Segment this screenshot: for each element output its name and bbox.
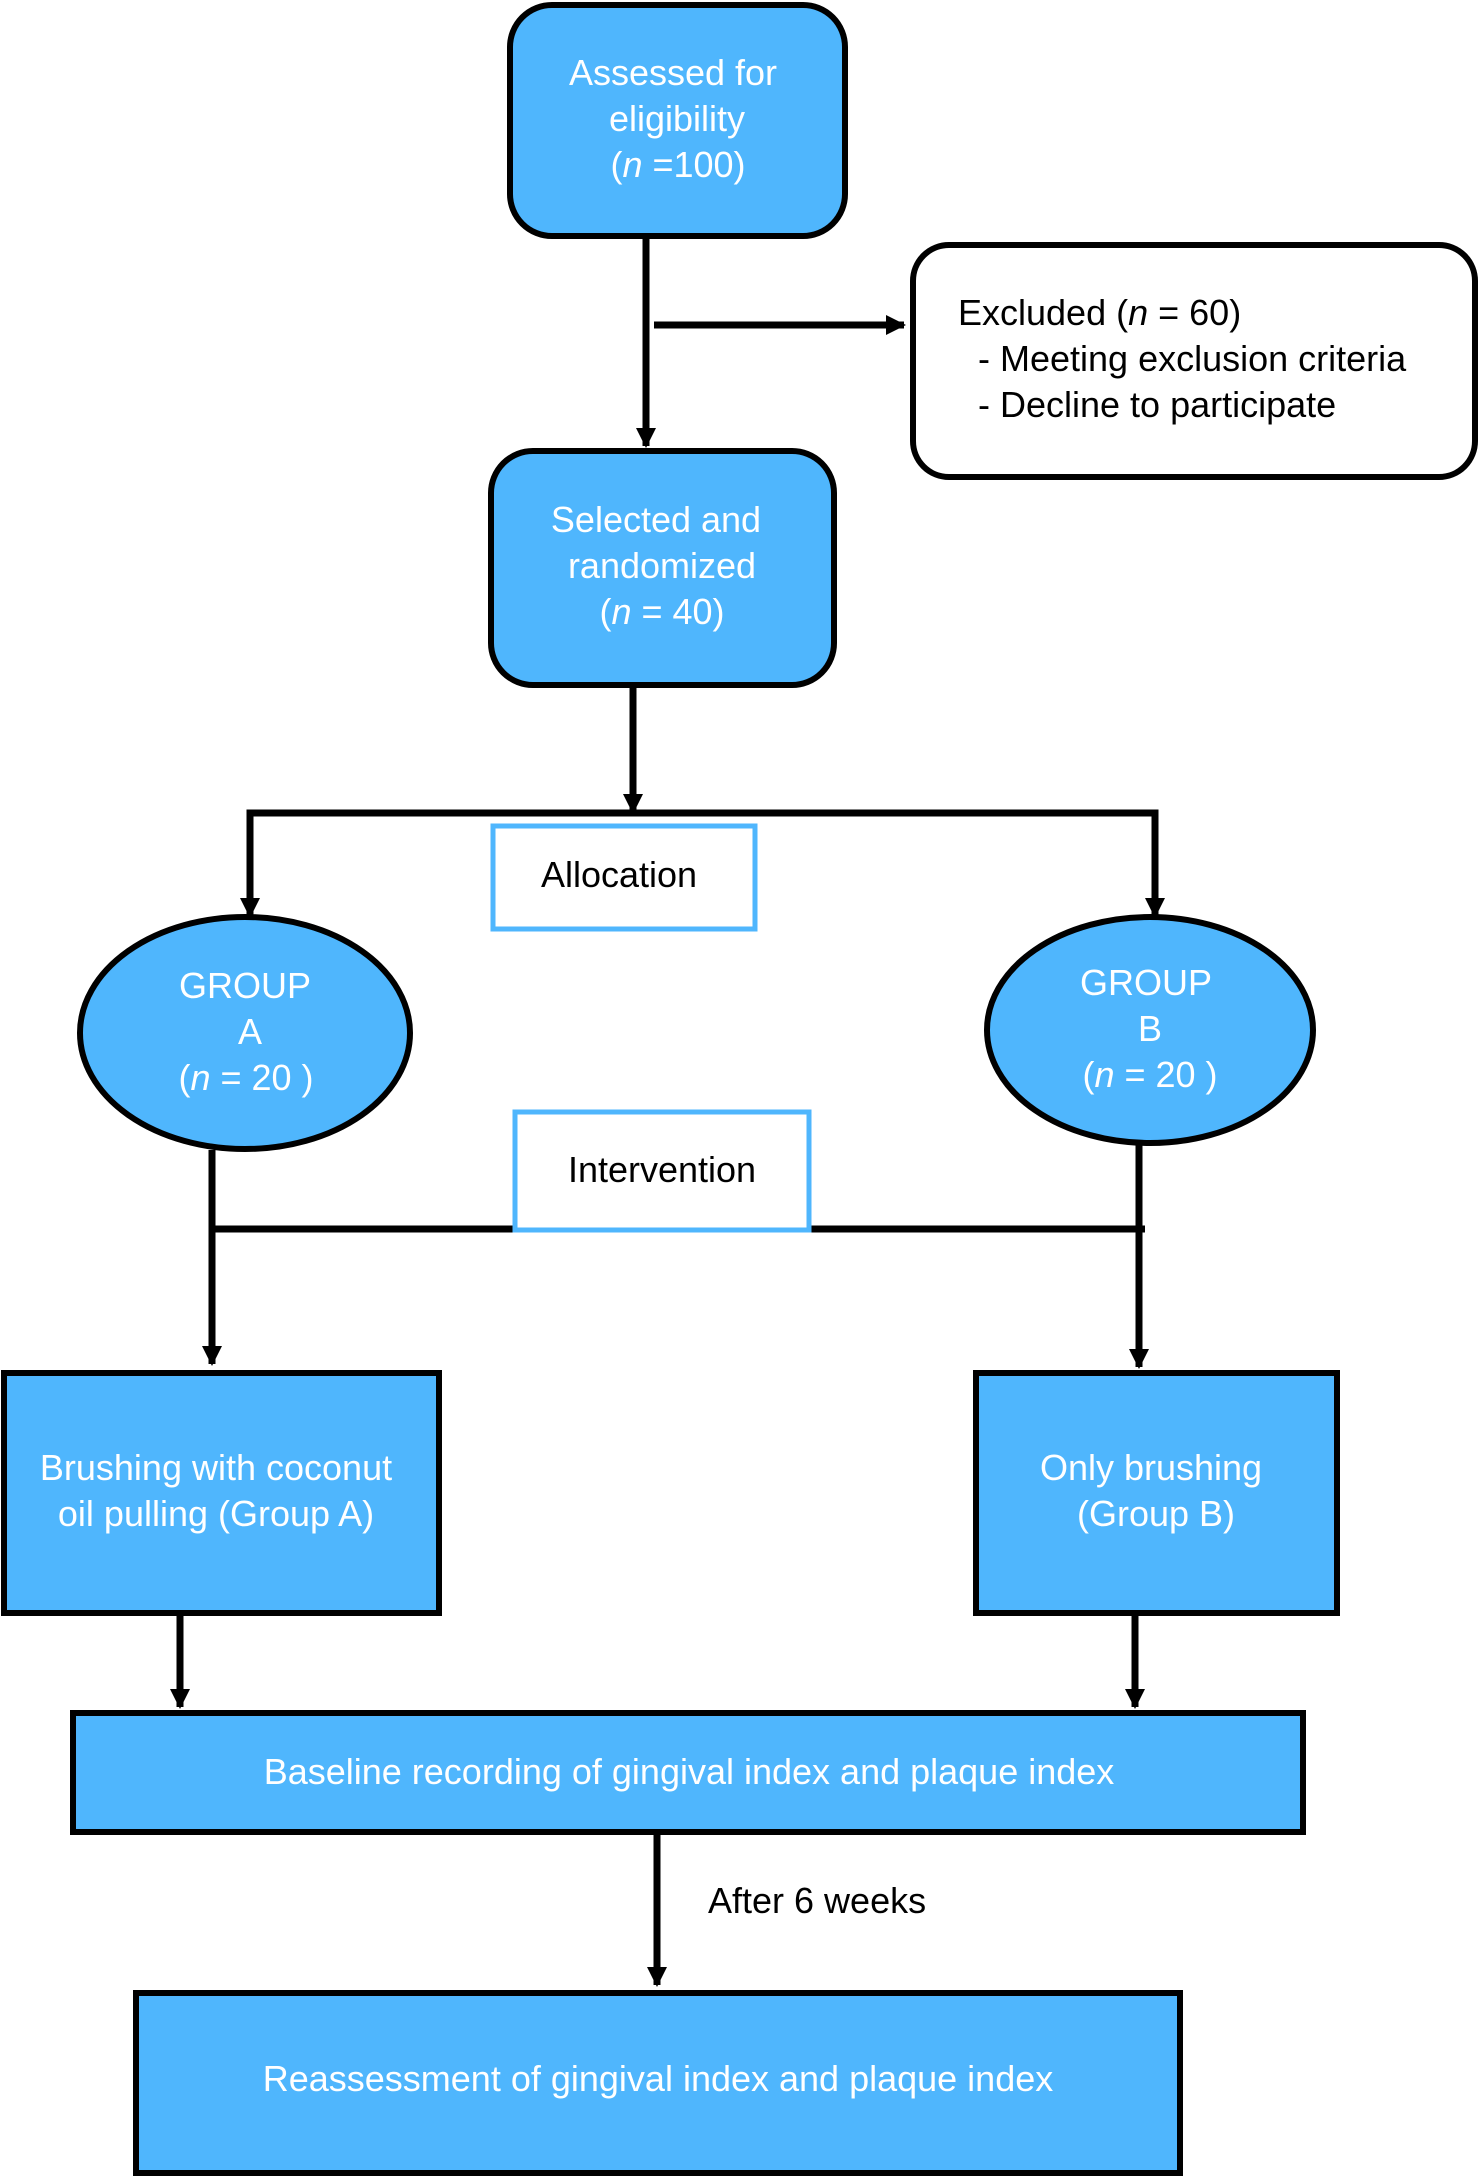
group-a-node: GROUP A (n = 20 ) xyxy=(77,914,413,1152)
excluded-item-2: - Decline to participate xyxy=(978,384,1336,425)
group-b-line1: GROUP xyxy=(1080,962,1212,1003)
reassess-node: Reassessment of gingival index and plaqu… xyxy=(133,1990,1183,2176)
intervention-label: Intervention xyxy=(512,1109,812,1233)
treat-a-line2: oil pulling (Group A) xyxy=(58,1493,374,1534)
treat-b-line1: Only brushing xyxy=(1040,1447,1262,1488)
excluded-item-1: - Meeting exclusion criteria xyxy=(978,338,1407,379)
treat-a-node: Brushing with coconut oil pulling (Group… xyxy=(1,1370,442,1616)
treat-b-line2: (Group B) xyxy=(1077,1493,1235,1534)
selected-line1: Selected and xyxy=(551,499,761,540)
selected-line2: randomized xyxy=(568,545,756,586)
group-b-line2: B xyxy=(1138,1008,1162,1049)
excluded-title: Excluded (n = 60) xyxy=(958,292,1241,333)
allocation-label: Allocation xyxy=(490,823,758,932)
excluded-node: Excluded (n = 60) - Meeting exclusion cr… xyxy=(910,242,1478,480)
assessed-line2: eligibility xyxy=(609,98,745,139)
group-a-line1: GROUP xyxy=(179,965,311,1006)
assessed-node: Assessed for eligibility (n =100) xyxy=(507,2,848,239)
after-6-weeks-label: After 6 weeks xyxy=(708,1880,926,1921)
treat-b-node: Only brushing (Group B) xyxy=(973,1370,1340,1616)
allocation-text: Allocation xyxy=(541,854,697,895)
treat-a-line1: Brushing with coconut xyxy=(40,1447,392,1488)
reassess-text: Reassessment of gingival index and plaqu… xyxy=(263,2058,1054,2099)
assessed-count: (n =100) xyxy=(610,144,745,185)
assessed-line1: Assessed for xyxy=(569,52,777,93)
allocation-split-line xyxy=(246,809,1159,916)
baseline-text: Baseline recording of gingival index and… xyxy=(264,1751,1115,1792)
group-a-line2: A xyxy=(238,1011,262,1052)
group-b-node: GROUP B (n = 20 ) xyxy=(984,914,1316,1146)
selected-node: Selected and randomized (n = 40) xyxy=(488,448,837,688)
selected-count: (n = 40) xyxy=(599,591,724,632)
connectors xyxy=(170,237,1165,1987)
intervention-text: Intervention xyxy=(568,1149,756,1190)
group-b-count: (n = 20 ) xyxy=(1082,1054,1217,1095)
baseline-node: Baseline recording of gingival index and… xyxy=(70,1710,1306,1835)
group-a-count: (n = 20 ) xyxy=(178,1057,313,1098)
